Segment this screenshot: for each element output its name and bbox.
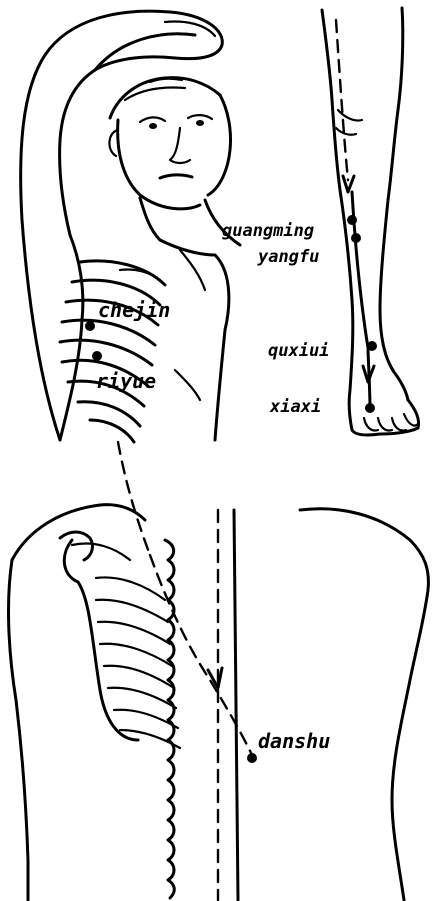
back-figure (9, 505, 429, 900)
danshu-point (247, 753, 257, 763)
zhejin-point (85, 321, 95, 331)
guangming-label: guangming (222, 221, 314, 241)
leg-figure (322, 8, 419, 435)
riyue-point (92, 351, 102, 361)
guangming-point (347, 215, 357, 225)
yangfu-label: yangfu (257, 247, 319, 267)
riyue-label: riyue (96, 369, 156, 393)
danshu-label: danshu (258, 729, 330, 753)
qiuxu-point (367, 341, 377, 351)
yangfu-point (351, 233, 361, 243)
torso-front-figure (21, 11, 240, 555)
xiaxi-label: xiaxi (269, 397, 321, 417)
xiaxi-point (365, 403, 375, 413)
qiuxu-label: quxiui (268, 341, 329, 361)
zhejin-label: chejin (98, 298, 170, 322)
